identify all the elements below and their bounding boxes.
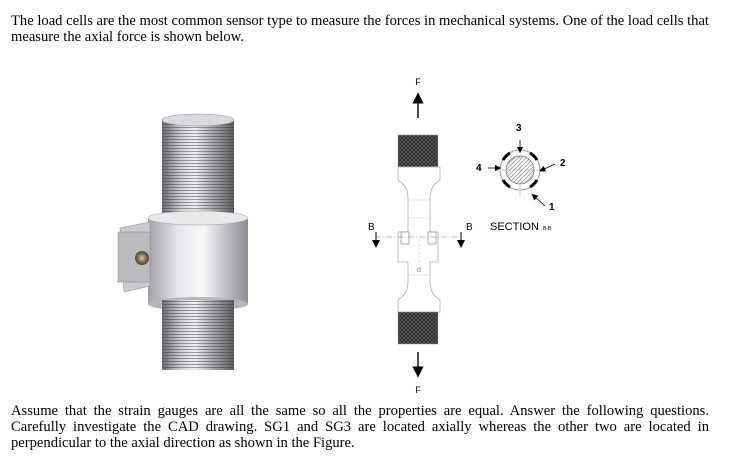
- intro-paragraph: The load cells are the most common senso…: [11, 13, 709, 45]
- section-mark-right: B: [466, 222, 473, 233]
- cad-front-view: [372, 92, 465, 378]
- gauge-1-mark: [501, 179, 511, 189]
- gauge-label-2: 2: [560, 158, 566, 169]
- figure: F F B B d 3 2 1 4 SECTION B-B: [117, 77, 566, 395]
- assumption-paragraph: Assume that the strain gauges are all th…: [11, 403, 709, 451]
- load-cell-photo: [117, 113, 249, 370]
- gauge-label-1: 1: [549, 202, 555, 213]
- force-label-top: F: [415, 77, 421, 87]
- gauge-3-mark: [529, 151, 539, 161]
- gauge-label-3: 3: [516, 123, 522, 134]
- connector-icon: [135, 251, 149, 265]
- section-mark-left: B: [368, 222, 375, 233]
- section-view: [488, 140, 556, 207]
- dimension-label: d: [417, 267, 421, 274]
- gauge-label-4: 4: [476, 163, 482, 174]
- section-id: B-B: [543, 226, 552, 232]
- section-title: SECTION: [490, 221, 539, 233]
- gauge-4-mark: [501, 151, 511, 161]
- force-label-bottom: F: [415, 385, 421, 395]
- gauge-2-mark: [529, 179, 539, 189]
